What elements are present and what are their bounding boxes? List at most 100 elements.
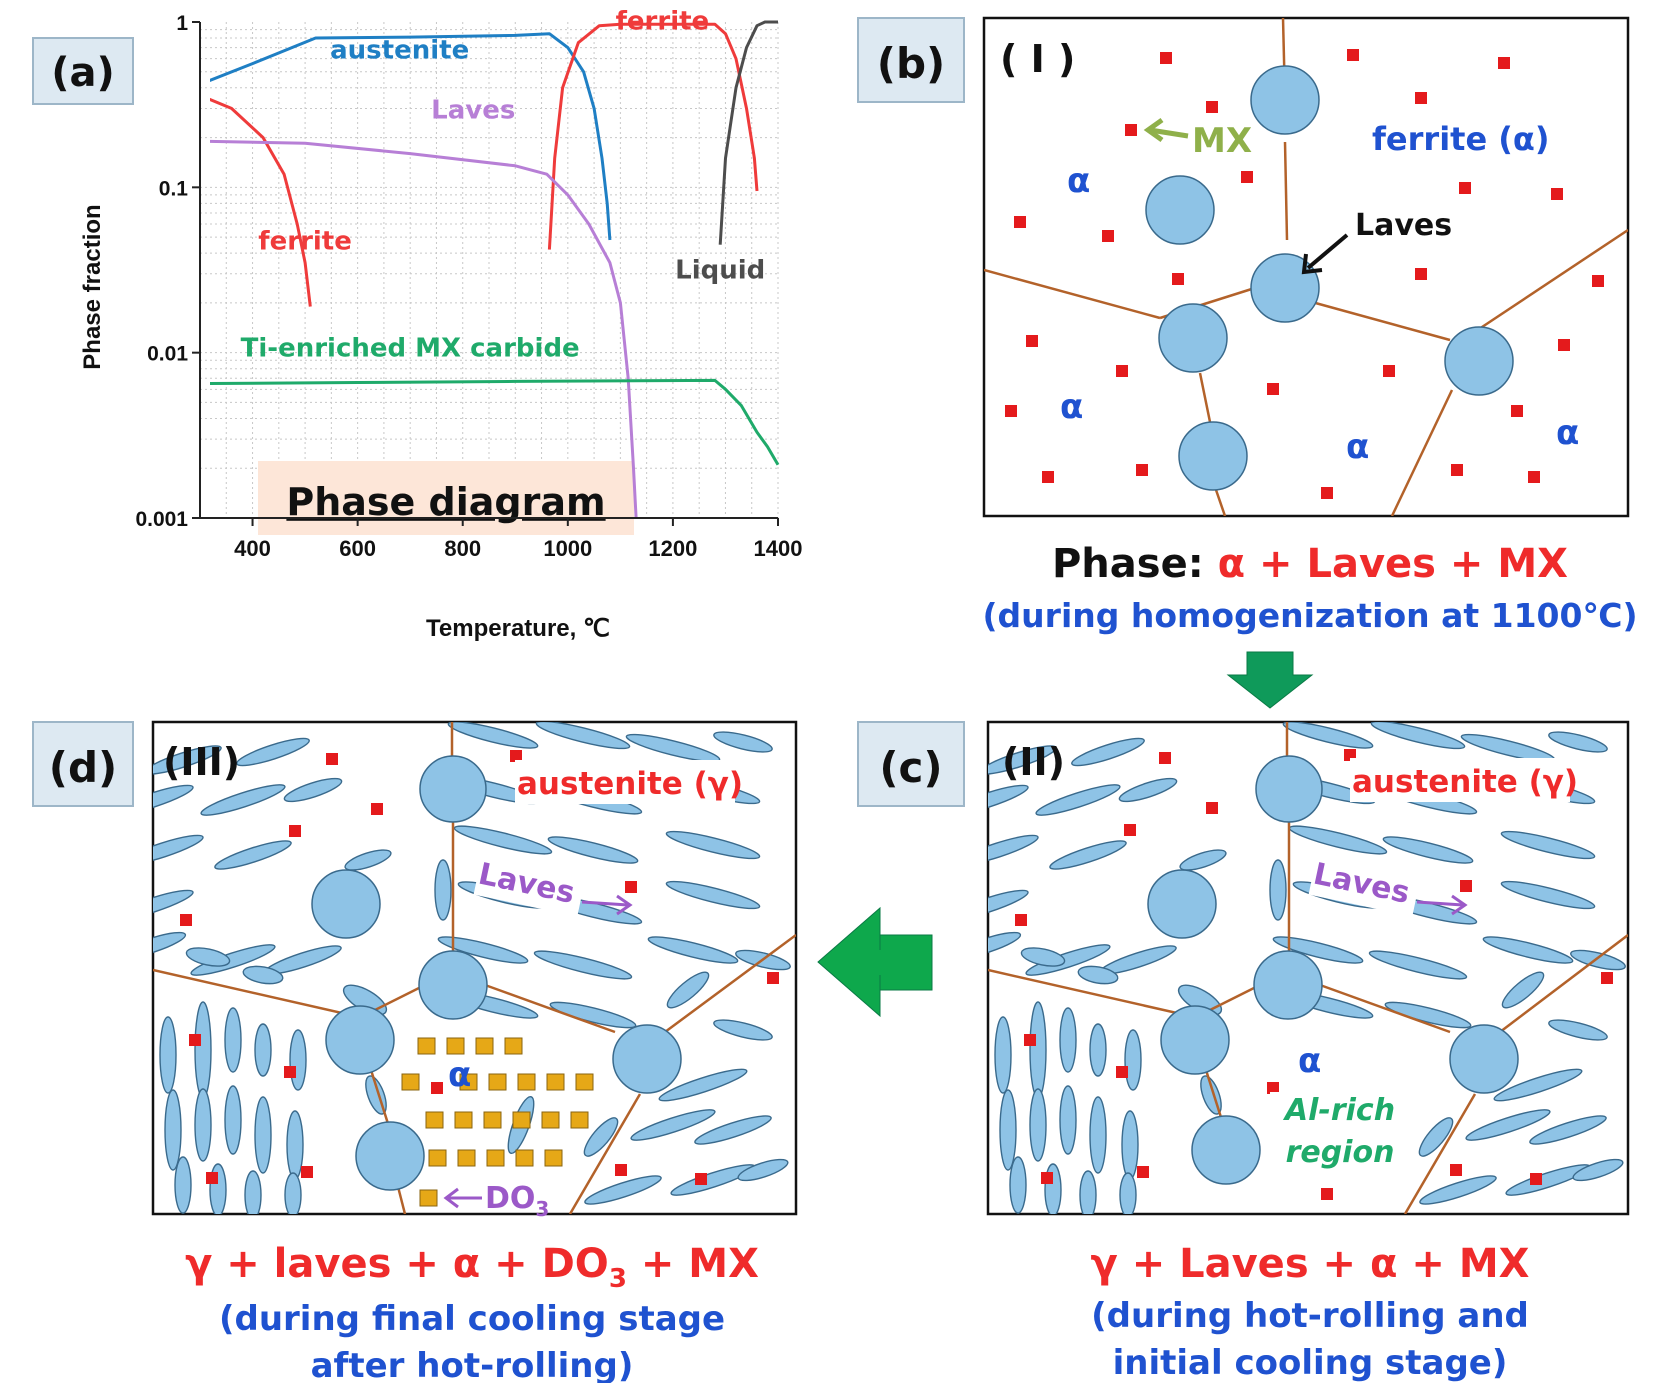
mx-square	[1014, 216, 1026, 228]
alpha-label-d: α	[448, 1055, 471, 1095]
series-label: ferrite	[616, 7, 710, 37]
laves-needle	[533, 950, 633, 980]
laves-needle	[1548, 1019, 1608, 1041]
do3-square	[459, 1073, 478, 1091]
mx-arrow-b	[1143, 117, 1189, 143]
mx-square	[371, 803, 383, 815]
austenite-bg-d	[515, 760, 735, 804]
laves-needle	[1029, 1088, 1047, 1162]
chart-series-labels: austeniteferriteferriteLavesLiquidTi-enr…	[241, 7, 766, 364]
laves-needle	[666, 971, 710, 1009]
laves-needle	[625, 733, 721, 763]
mx-square	[1116, 365, 1128, 377]
mx-square	[1530, 1173, 1542, 1185]
mx-square	[189, 1034, 201, 1046]
laves-needle	[647, 936, 739, 964]
mx-square	[1102, 230, 1114, 242]
laves-needle	[1124, 1029, 1142, 1091]
panel-c: (c) (II) austenite (γ)	[857, 720, 1630, 1383]
laves-needle	[988, 931, 1022, 959]
laves-needle	[737, 1158, 789, 1182]
y-tick-label: 0.001	[135, 508, 188, 531]
grain-boundaries-c	[988, 722, 1628, 1214]
laves-needle	[447, 722, 539, 749]
laves-needle	[665, 830, 761, 860]
laves-needle	[153, 834, 204, 866]
mx-square	[615, 1164, 627, 1176]
laves-needle	[194, 1001, 212, 1099]
laves-needle	[159, 1016, 177, 1094]
mx-square	[695, 1173, 707, 1185]
panel-c-note-1: (during hot-rolling and	[1091, 1296, 1529, 1336]
laves-needle	[1500, 830, 1596, 860]
laves-needle	[1089, 1096, 1107, 1174]
x-tick-label: 800	[444, 536, 481, 561]
laves-needle	[209, 1163, 227, 1214]
laves-needle	[584, 1175, 662, 1205]
laves-needle	[994, 1016, 1012, 1094]
mx-square	[1041, 1172, 1053, 1184]
laves-bg-c	[1308, 851, 1422, 917]
laves-particles-d	[311, 755, 682, 1191]
laves-bg-d	[473, 851, 587, 917]
laves-needle	[153, 745, 222, 775]
laves-needle	[988, 745, 1057, 775]
mx-square	[1347, 49, 1359, 61]
mx-square	[1241, 171, 1253, 183]
laves-needle	[1059, 1085, 1077, 1155]
laves-needle	[236, 737, 310, 767]
mx-square	[1415, 268, 1427, 280]
mx-square	[289, 825, 301, 837]
mx-square	[431, 1082, 443, 1094]
laves-needle	[1493, 1068, 1583, 1102]
do3-square	[486, 1149, 505, 1167]
laves-needle	[254, 1096, 272, 1174]
mx-square	[1592, 275, 1604, 287]
y-tick-label: 0.01	[147, 343, 188, 366]
do3-square	[419, 1189, 438, 1207]
mx-square	[1042, 471, 1054, 483]
laves-needle	[547, 836, 639, 864]
panel-c-roman: (II)	[1002, 740, 1065, 784]
laves-needle	[224, 1085, 242, 1155]
laves-needle	[1025, 944, 1111, 976]
series-label: austenite	[330, 36, 469, 66]
laves-label-b: Laves	[1355, 208, 1452, 243]
laves-needle	[1121, 1110, 1139, 1180]
series-line	[718, 20, 778, 245]
panel-d-roman: (III)	[163, 740, 240, 784]
series-label: Ti-enriched MX carbide	[241, 333, 580, 363]
ferrite-alpha-label-b: ferrite (α)	[1372, 120, 1550, 158]
do3-precipitates-d	[401, 1037, 594, 1207]
laves-needle	[988, 889, 1029, 921]
laves-needle	[1029, 1001, 1047, 1099]
mx-square	[1137, 1166, 1149, 1178]
laves-needle	[1269, 859, 1287, 921]
chart-xlabel: Temperature, ℃	[426, 615, 610, 642]
mx-square	[1558, 339, 1570, 351]
laves-needle	[1382, 836, 1474, 864]
panel-b-note: (during homogenization at 1100℃)	[982, 596, 1637, 635]
mx-square	[180, 914, 192, 926]
laves-needle	[1529, 1115, 1607, 1145]
laves-needle	[1368, 950, 1468, 980]
mx-square	[1136, 464, 1148, 476]
laves-needle	[242, 965, 284, 985]
series-line	[210, 32, 612, 241]
mx-square	[1116, 1066, 1128, 1078]
laves-needle	[1059, 1007, 1077, 1073]
laves-needle	[1282, 722, 1374, 749]
laves-needle	[999, 1089, 1017, 1171]
laves-needle	[988, 834, 1039, 866]
chart-series	[210, 20, 780, 519]
panel-d-phase: γ + laves + α + DO3 + MX	[185, 1241, 759, 1294]
laves-needle	[1572, 1158, 1624, 1182]
mx-square	[1460, 880, 1472, 892]
do3-square	[454, 1111, 473, 1129]
al-rich-label-c: Al-rich	[1283, 1093, 1395, 1128]
laves-arrow-d	[581, 894, 633, 916]
left-arrow-icon	[817, 906, 933, 1018]
laves-particles-c	[1147, 755, 1519, 1185]
mx-square	[1451, 464, 1463, 476]
mx-square	[301, 1166, 313, 1178]
